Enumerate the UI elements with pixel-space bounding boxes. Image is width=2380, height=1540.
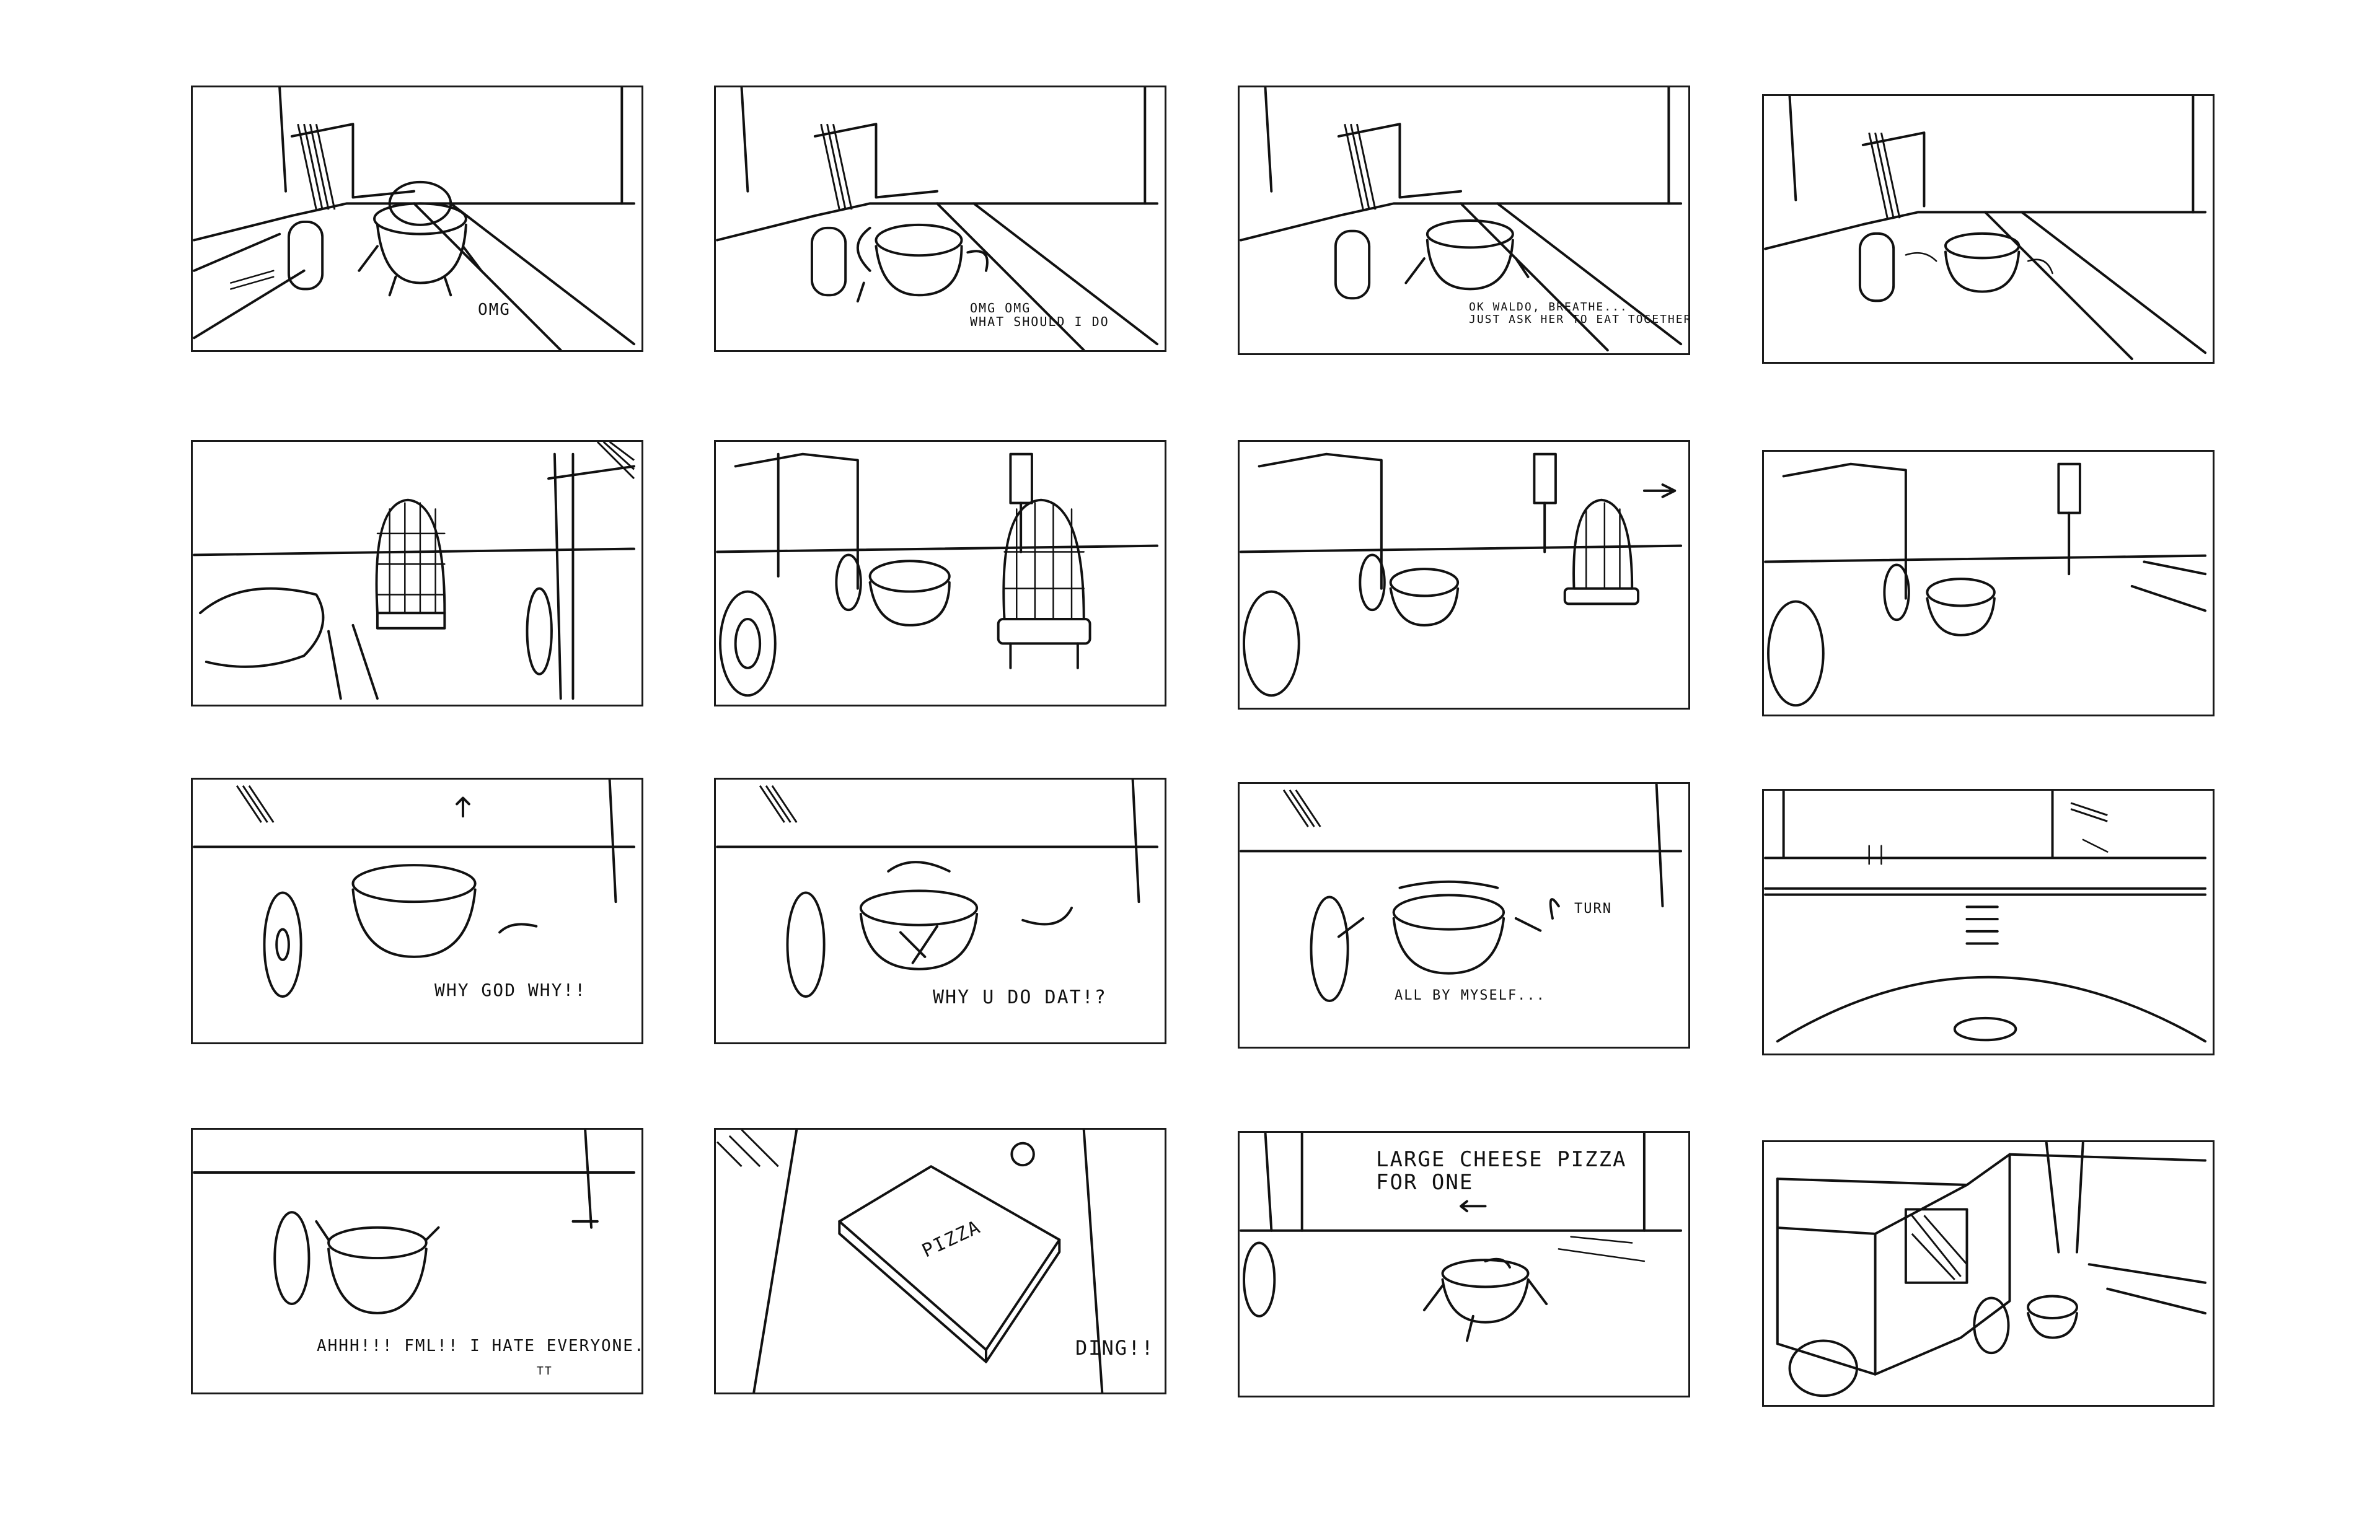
breathe-pot-sketch — [1240, 87, 1683, 352]
pot-turning-sketch — [1240, 784, 1683, 1003]
panel-caption: ALL BY MYSELF... — [1395, 988, 1546, 1003]
street-pot-sketch — [193, 87, 636, 350]
storyboard-panel-7 — [1238, 440, 1690, 710]
panel-caption: OMG — [478, 301, 511, 319]
storyboard-panel-9: WHY GOD WHY!! — [191, 778, 643, 1044]
panic-pot-sketch — [716, 87, 1159, 350]
pot-crying-sketch — [193, 1130, 636, 1314]
panel-caption: AHHH!!! FML!! I HATE EVERYONE.. — [317, 1337, 643, 1355]
storyboard-panel-15: LARGE CHEESE PIZZA FOR ONE — [1238, 1131, 1690, 1397]
panel-caption: OMG OMG WHAT SHOULD I DO — [970, 301, 1109, 329]
storyboard-panel-5 — [191, 440, 643, 706]
panel-caption: WHY U DO DAT!? — [933, 987, 1107, 1008]
storyboard-panel-14: PIZZA DING!! — [714, 1128, 1166, 1394]
storyboard-panel-3: OK WALDO, BREATHE... JUST ASK HER TO EAT… — [1238, 86, 1690, 355]
storyboard-panel-12 — [1762, 789, 2215, 1055]
pizza-box-sketch — [716, 1130, 1104, 1393]
storyboard-panel-16 — [1762, 1140, 2215, 1407]
panel-caption: LARGE CHEESE PIZZA FOR ONE — [1376, 1147, 1627, 1195]
pot-walking-sketch — [1764, 96, 2207, 361]
storyboard-panel-1: OMG — [191, 86, 643, 352]
storyboard-panel-13: AHHH!!! FML!! I HATE EVERYONE.. TT — [191, 1128, 643, 1394]
pot-lid-flying-sketch — [193, 780, 636, 998]
storyboard-panel-2: OMG OMG WHAT SHOULD I DO — [714, 86, 1166, 352]
birdcage-sketch — [193, 442, 636, 700]
storyboard-panel-10: WHY U DO DAT!? — [714, 778, 1166, 1044]
storyboard-panel-8 — [1762, 450, 2215, 716]
pot-alone-sketch — [1764, 462, 2207, 707]
panel-note: TURN — [1574, 901, 1612, 917]
pot-pushing-cage-sketch — [1240, 452, 1683, 697]
storyboard-panel-6 — [714, 440, 1166, 706]
pot-by-cage-sketch — [716, 452, 1159, 697]
food-truck-sketch — [1776, 1142, 2207, 1397]
pot-shaking-sketch — [716, 780, 1159, 998]
storyboard-panel-4 — [1762, 94, 2215, 364]
panel-caption: OK WALDO, BREATHE... JUST ASK HER TO EAT… — [1469, 301, 1690, 326]
panel-caption: WHY GOD WHY!! — [434, 980, 587, 1000]
pizza-order-sketch — [1240, 1133, 1683, 1342]
panel-caption: DING!! — [1075, 1336, 1155, 1360]
storyboard-panel-11: ALL BY MYSELF... TURN — [1238, 782, 1690, 1049]
crosswalk-sketch — [1764, 791, 2207, 1043]
panel-note: TT — [537, 1365, 553, 1378]
